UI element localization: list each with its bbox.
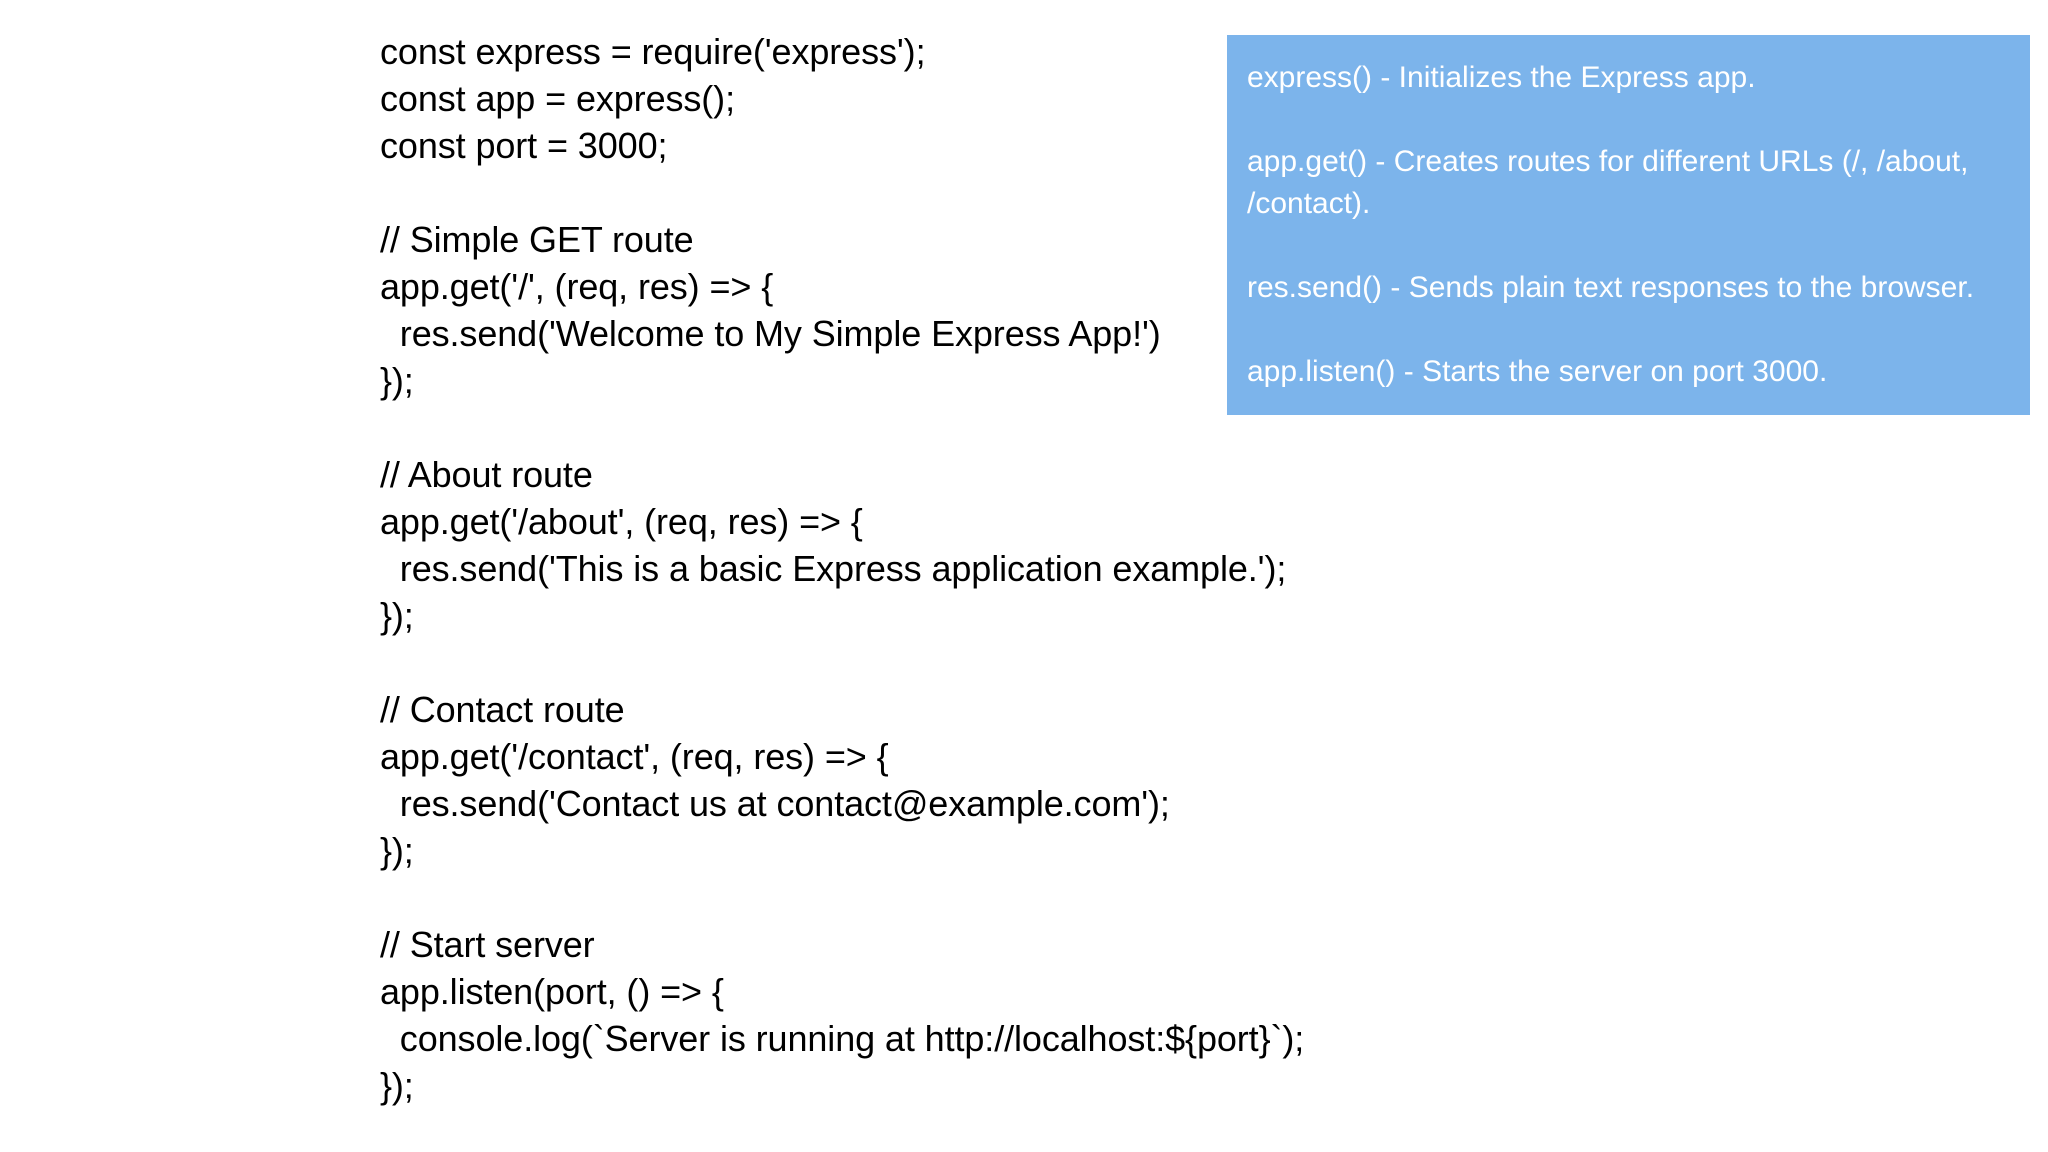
- code-line: res.send('This is a basic Express applic…: [380, 548, 1287, 589]
- code-line: app.listen(port, () => {: [380, 971, 724, 1012]
- callout-paragraph: res.send() - Sends plain text responses …: [1247, 271, 1975, 304]
- code-line: });: [380, 830, 414, 871]
- code-line: app.get('/contact', (req, res) => {: [380, 736, 889, 777]
- code-blank-line: [380, 639, 2048, 686]
- callout-paragraph: app.get() - Creates routes for different…: [1247, 145, 1969, 220]
- code-line: app.get('/about', (req, res) => {: [380, 501, 863, 542]
- annotation-callout-box: express() - Initializes the Express app.…: [1227, 35, 2030, 415]
- code-line: // Contact route: [380, 689, 625, 730]
- code-line: });: [380, 595, 414, 636]
- code-line: // Simple GET route: [380, 219, 694, 260]
- code-line: // Start server: [380, 924, 595, 965]
- code-blank-line: [380, 874, 2048, 921]
- code-line: const app = express();: [380, 78, 735, 119]
- code-line: });: [380, 360, 414, 401]
- code-line: const port = 3000;: [380, 125, 668, 166]
- callout-paragraph: express() - Initializes the Express app.: [1247, 61, 1756, 94]
- callout-paragraph: app.listen() - Starts the server on port…: [1247, 355, 1828, 388]
- code-line: console.log(`Server is running at http:/…: [380, 1018, 1305, 1059]
- code-line: res.send('Welcome to My Simple Express A…: [380, 313, 1161, 354]
- code-line: app.get('/', (req, res) => {: [380, 266, 774, 307]
- code-line: res.send('Contact us at contact@example.…: [380, 783, 1170, 824]
- code-line: const express = require('express');: [380, 31, 926, 72]
- code-line: // About route: [380, 454, 593, 495]
- code-line: });: [380, 1065, 414, 1106]
- code-listing: const express = require('express'); const…: [380, 28, 2048, 1109]
